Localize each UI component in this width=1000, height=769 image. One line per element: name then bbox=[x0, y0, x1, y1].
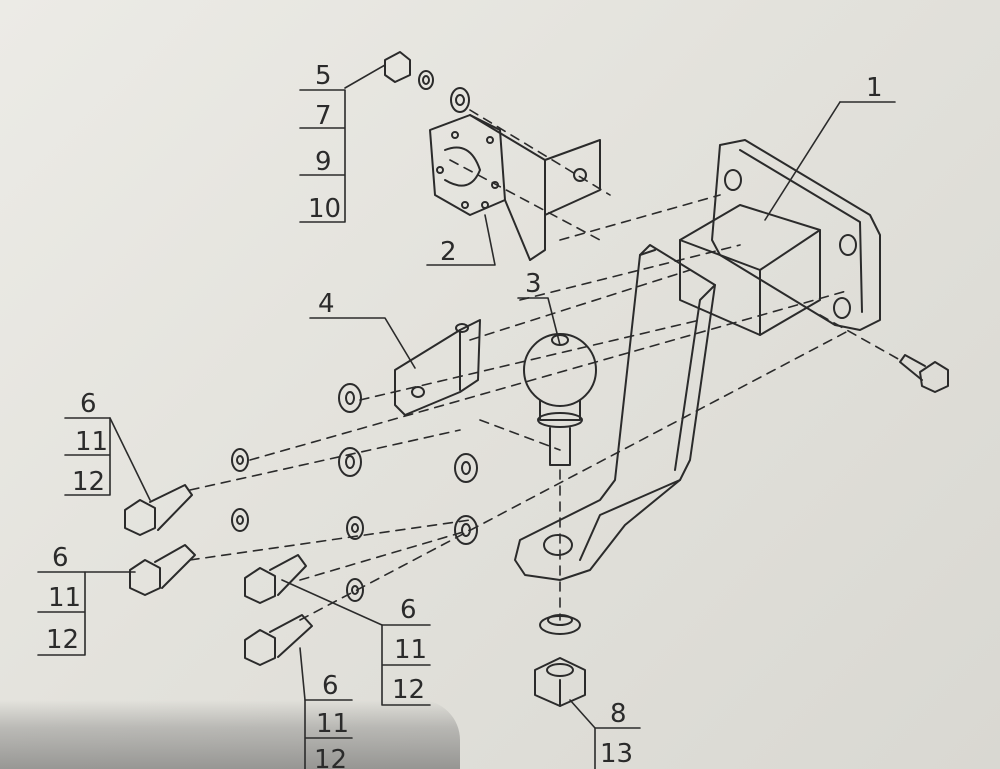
bolt-3 bbox=[244, 554, 307, 604]
svg-text:6: 6 bbox=[52, 543, 69, 573]
assembly-guide-lines bbox=[189, 109, 901, 621]
callout-5-stack: 5 7 9 10 bbox=[299, 61, 346, 224]
svg-text:6: 6 bbox=[80, 389, 97, 419]
washers bbox=[231, 383, 581, 635]
socket-bracket-part bbox=[429, 114, 601, 261]
svg-text:12: 12 bbox=[392, 675, 425, 705]
svg-text:12: 12 bbox=[46, 625, 79, 655]
callout-8-stack: 8 13 bbox=[594, 699, 641, 769]
callout-2: 2 bbox=[440, 237, 457, 267]
svg-text:8: 8 bbox=[610, 699, 627, 729]
callout-7: 7 bbox=[315, 101, 332, 131]
leader-lines bbox=[84, 64, 896, 729]
tow-ball-part bbox=[523, 333, 597, 466]
svg-text:11: 11 bbox=[394, 635, 427, 665]
callout-6-stack-b: 6 11 12 bbox=[37, 543, 86, 656]
callout-10: 10 bbox=[308, 194, 341, 224]
svg-text:13: 13 bbox=[600, 739, 633, 769]
callout-9: 9 bbox=[315, 147, 332, 177]
bolt-4 bbox=[244, 614, 313, 666]
callout-6-stack-c: 6 11 12 bbox=[381, 595, 431, 706]
svg-text:11: 11 bbox=[75, 427, 108, 457]
svg-text:12: 12 bbox=[72, 467, 105, 497]
photo-shadow bbox=[0, 700, 460, 769]
svg-text:12: 12 bbox=[314, 745, 347, 769]
callout-3: 3 bbox=[525, 269, 542, 299]
callout-5: 5 bbox=[315, 61, 332, 91]
callout-labels: 1 2 3 4 5 7 9 10 6 11 12 6 11 12 bbox=[37, 61, 883, 769]
callout-6-stack-a: 6 11 12 bbox=[64, 389, 111, 497]
bolt-rear bbox=[899, 354, 949, 393]
small-bracket-part bbox=[394, 319, 481, 416]
svg-text:6: 6 bbox=[400, 595, 417, 625]
svg-text:11: 11 bbox=[316, 709, 349, 739]
drop-bar-part bbox=[514, 244, 716, 581]
lock-nut-part bbox=[534, 657, 586, 707]
receiver-tube-part bbox=[679, 139, 881, 336]
bolt-2 bbox=[129, 544, 196, 596]
callout-1: 1 bbox=[866, 73, 883, 103]
callout-4: 4 bbox=[318, 289, 335, 319]
bolt-1 bbox=[124, 484, 193, 536]
bolts bbox=[124, 354, 949, 666]
top-fastener-stack bbox=[384, 51, 470, 113]
svg-text:11: 11 bbox=[48, 583, 81, 613]
svg-text:6: 6 bbox=[322, 671, 339, 701]
callout-6-stack-d: 6 11 12 bbox=[304, 671, 353, 769]
